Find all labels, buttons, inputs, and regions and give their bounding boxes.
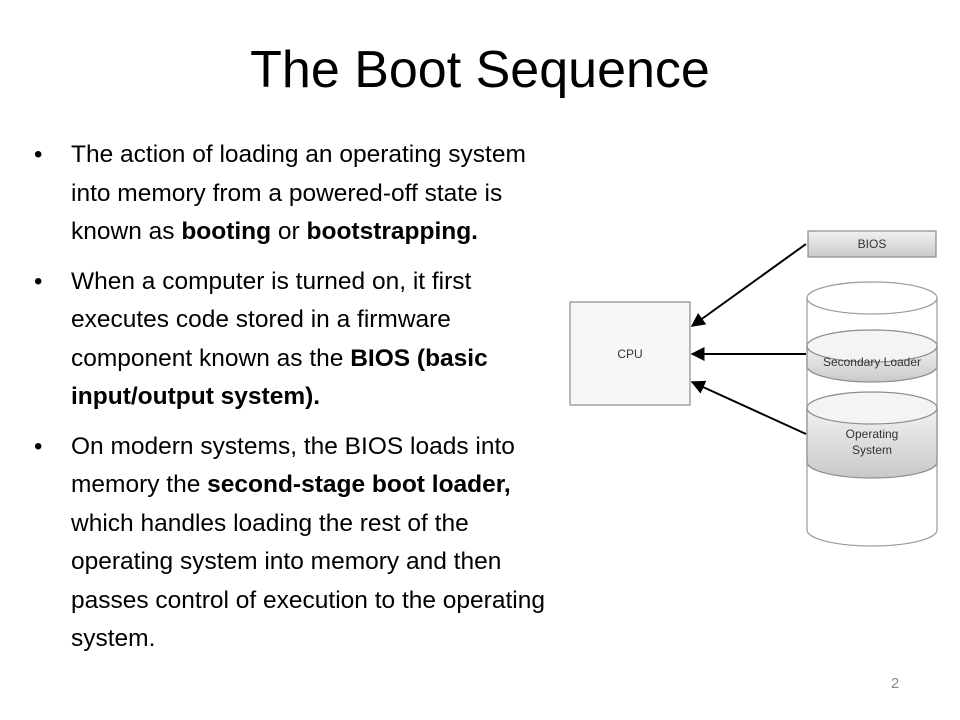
- secondary-loader-segment: [806, 329, 938, 383]
- bullet-list: • The action of loading an operating sys…: [34, 136, 554, 670]
- secondary-loader-label: Secondary Loader: [823, 355, 921, 369]
- slide-title: The Boot Sequence: [250, 41, 710, 99]
- cpu-box: [569, 301, 691, 406]
- arrow-os-to-cpu: [690, 380, 807, 435]
- bullet-dot-icon: •: [34, 432, 43, 460]
- bullet-dot-icon: •: [34, 267, 43, 295]
- operating-system-label-line2: System: [852, 443, 892, 457]
- bullet-text: On modern systems, the BIOS loads into m…: [71, 432, 545, 653]
- bullet-dot-icon: •: [34, 141, 43, 168]
- bullet-item: • When a computer is turned on, it first…: [34, 263, 554, 417]
- operating-system-label-line1: Operating: [846, 427, 899, 441]
- cpu-label: CPU: [617, 347, 642, 361]
- bios-label: BIOS: [858, 237, 887, 251]
- bullet-text: The action of loading an operating syste…: [71, 141, 526, 245]
- bios-box: [807, 230, 937, 258]
- page-number: 2: [890, 675, 900, 692]
- bullet-text: When a computer is turned on, it first e…: [71, 267, 488, 411]
- bullet-item: • On modern systems, the BIOS loads into…: [34, 428, 554, 659]
- operating-system-segment: [806, 391, 938, 479]
- arrow-bios-to-cpu: [690, 243, 807, 327]
- bullet-item: • The action of loading an operating sys…: [34, 136, 554, 252]
